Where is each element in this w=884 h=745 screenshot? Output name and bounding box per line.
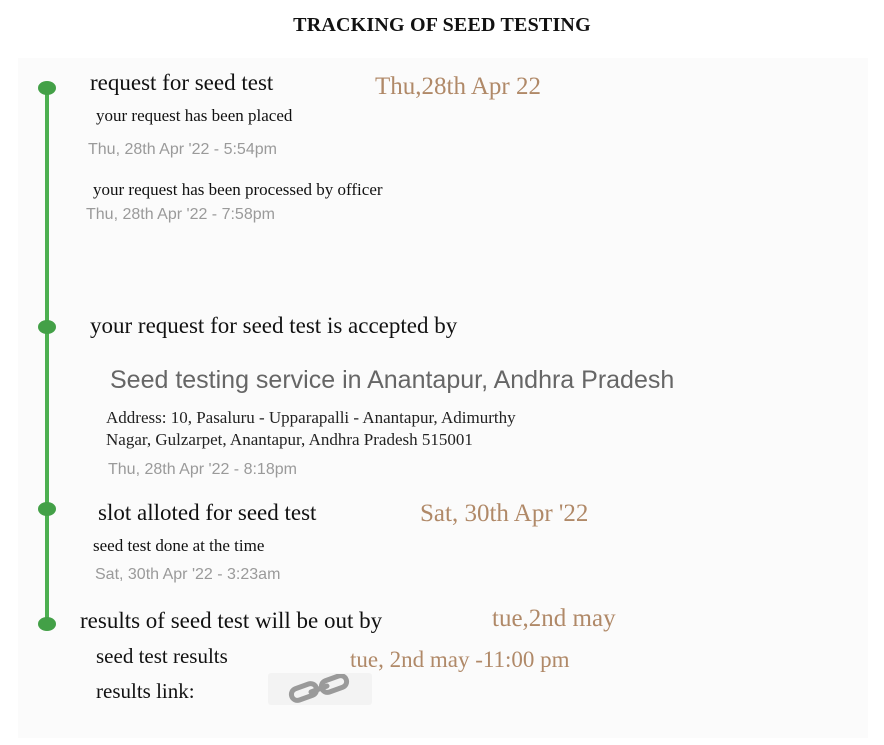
request-processed-time: Thu, 28th Apr '22 - 7:58pm	[86, 206, 275, 223]
request-placed-text: your request has been placed	[96, 106, 293, 125]
service-name: Seed testing service in Anantapur, Andhr…	[110, 366, 675, 394]
service-address-line2: Nagar, Gulzarpet, Anantapur, Andhra Prad…	[106, 430, 473, 449]
seed-test-results-label: seed test results	[96, 644, 228, 668]
link-icon-graphic	[288, 673, 350, 703]
results-link-label: results link:	[96, 679, 195, 703]
step-slot-date: Sat, 30th Apr '22	[420, 500, 589, 527]
timeline-dot-slot	[38, 502, 56, 516]
timeline-dot-results	[38, 617, 56, 631]
seed-test-results-time: tue, 2nd may -11:00 pm	[350, 647, 570, 672]
step-request-date: Thu,28th Apr 22	[375, 73, 541, 100]
step-results-heading: results of seed test will be out by	[80, 608, 383, 633]
service-address: Address: 10, Pasaluru - Upparapalli - An…	[106, 407, 726, 451]
link-icon[interactable]	[287, 673, 357, 706]
step-slot-heading: slot alloted for seed test	[98, 500, 317, 525]
request-processed-text: your request has been processed by offic…	[93, 180, 383, 199]
timeline-dot-accepted	[38, 320, 56, 334]
step-results-date: tue,2nd may	[492, 605, 616, 632]
step-accepted-heading: your request for seed test is accepted b…	[90, 313, 458, 338]
timeline-dot-request	[38, 81, 56, 95]
accepted-time: Thu, 28th Apr '22 - 8:18pm	[108, 461, 297, 478]
service-address-line1: Address: 10, Pasaluru - Upparapalli - An…	[106, 408, 516, 427]
request-placed-time: Thu, 28th Apr '22 - 5:54pm	[88, 141, 277, 158]
timeline-line	[45, 88, 49, 623]
step-request-heading: request for seed test	[90, 70, 274, 95]
seed-test-done-text: seed test done at the time	[93, 536, 265, 555]
tracking-panel	[18, 58, 868, 738]
page-title: TRACKING OF SEED TESTING	[293, 14, 591, 36]
seed-test-done-time: Sat, 30th Apr '22 - 3:23am	[95, 566, 281, 583]
